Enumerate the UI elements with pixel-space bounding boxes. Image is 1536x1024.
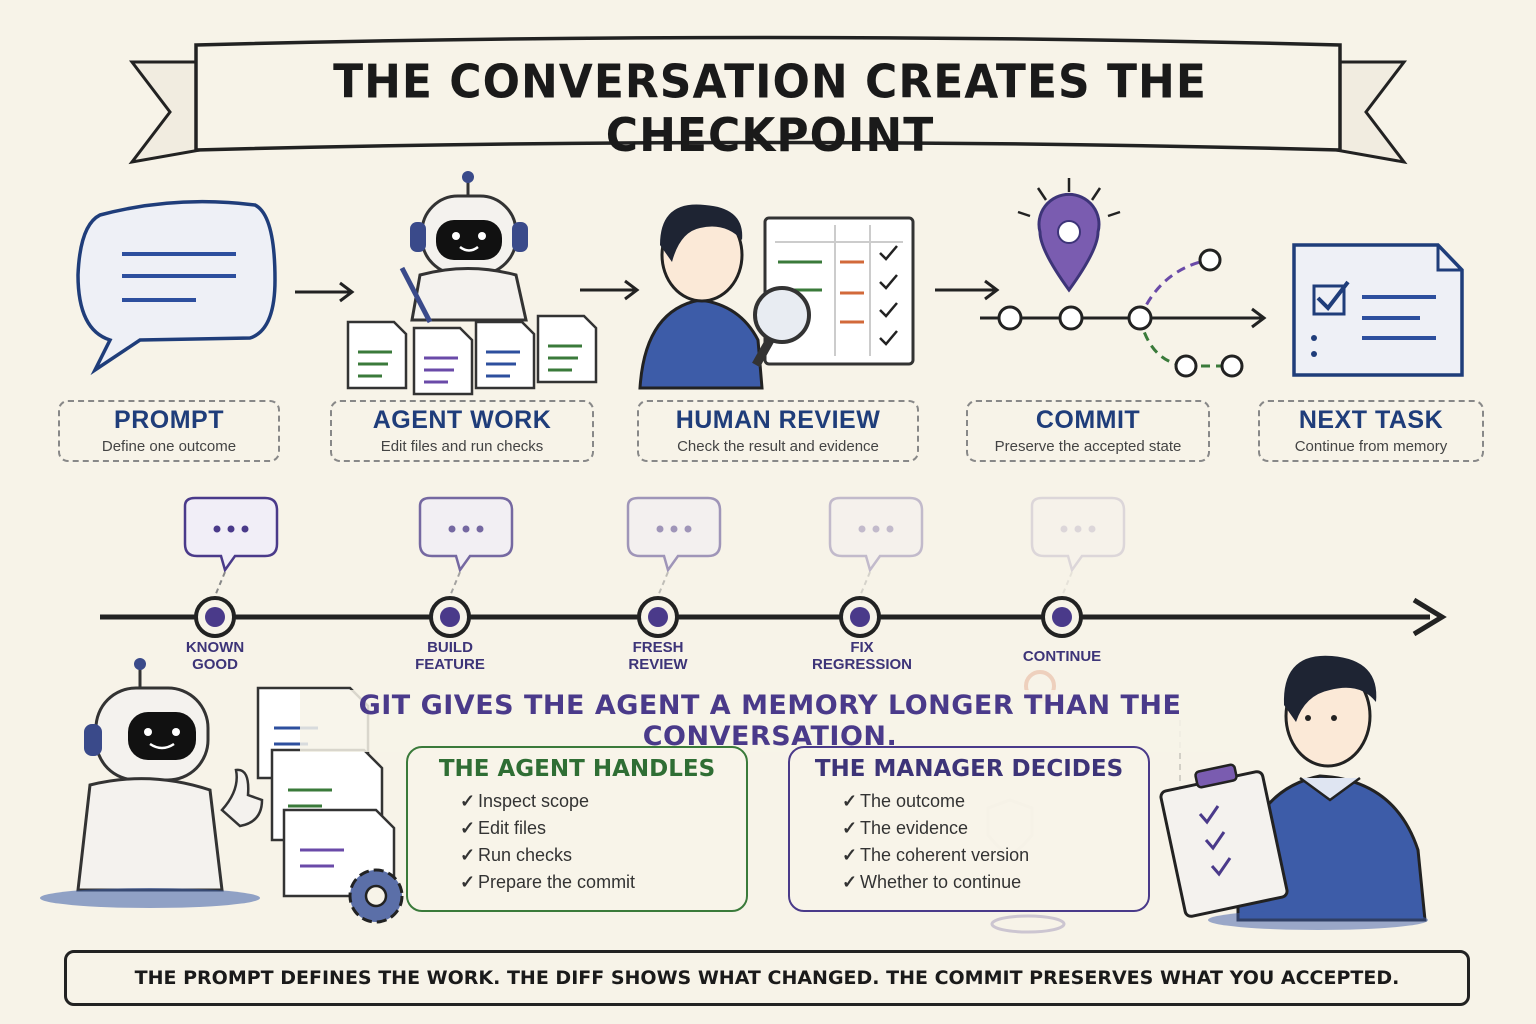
check-icon: ✓ [460,791,476,811]
step-human-review: HUMAN REVIEW Check the result and eviden… [637,400,919,462]
location-pin-icon [1017,178,1121,293]
step-agent-work: AGENT WORK Edit files and run checks [330,400,594,462]
timeline-node [637,596,679,638]
file-stack-icon [346,314,598,396]
chat-bubble-icon [418,496,514,597]
step-title: AGENT WORK [372,406,552,434]
robot-icon [399,171,528,324]
step-subtitle: Check the result and evidence [677,438,879,455]
step-title: PROMPT [114,406,224,434]
timeline-axis [100,597,1447,637]
magnifier-icon [752,286,811,368]
gear-icon [348,868,404,924]
timeline-label-fix-regression: FIX REGRESSION [811,639,913,673]
checklist-item: ✓Edit files [460,815,728,842]
checklist-item: ✓Inspect scope [460,788,728,815]
step-title: HUMAN REVIEW [675,406,881,434]
agent-handles-panel: THE AGENT HANDLES ✓Inspect scope ✓Edit f… [406,746,748,912]
commit-graph-icon [980,248,1267,378]
checklist-item: ✓The coherent version [842,842,1130,869]
clipboard-icon [1159,763,1289,918]
flow-arrow [935,279,1000,301]
chat-bubble-icon [183,496,279,597]
check-icon: ✓ [842,791,858,811]
checklist-item: ✓Whether to continue [842,869,1130,896]
check-icon: ✓ [842,872,858,892]
step-subtitle: Preserve the accepted state [994,438,1182,455]
checklist: ✓The outcome ✓The evidence ✓The coherent… [808,788,1130,896]
check-icon: ✓ [842,845,858,865]
checklist-item: ✓Prepare the commit [460,869,728,896]
flow-arrow [295,281,355,303]
step-commit: COMMIT Preserve the accepted state [966,400,1210,462]
checklist-item: ✓The outcome [842,788,1130,815]
title-ribbon [128,35,1408,165]
panel-title: THE MANAGER DECIDES [814,756,1124,782]
reviewer-person-icon [638,204,764,390]
check-icon: ✓ [460,872,476,892]
step-next-task: NEXT TASK Continue from memory [1258,400,1484,462]
timeline-label-continue: CONTINUE [1022,648,1102,665]
check-icon: ✓ [460,818,476,838]
timeline-label-build-feature: BUILD FEATURE [415,639,485,673]
step-prompt: PROMPT Define one outcome [58,400,280,462]
page-title: THE CONVERSATION CREATES THE CHECKPOINT [333,55,1207,163]
timeline-node [1041,596,1083,638]
timeline-node [839,596,881,638]
check-icon: ✓ [460,845,476,865]
checklist-document-icon [1292,243,1464,377]
timeline-node [429,596,471,638]
thumbs-up-robot-icon [40,658,264,908]
footer-summary: THE PROMPT DEFINES THE WORK. THE DIFF SH… [64,950,1470,1006]
speech-bubble-icon [76,199,277,376]
chat-bubble-icon [828,496,924,597]
checklist: ✓Inspect scope ✓Edit files ✓Run checks ✓… [426,788,728,896]
panel-title: THE AGENT HANDLES [438,756,716,782]
timeline-label-known-good: KNOWN GOOD [185,639,245,673]
step-title: COMMIT [1035,406,1141,434]
chat-bubble-icon [1030,496,1126,597]
manager-decides-panel: THE MANAGER DECIDES ✓The outcome ✓The ev… [788,746,1150,912]
checklist-item: ✓The evidence [842,815,1130,842]
checklist-item: ✓Run checks [460,842,728,869]
timeline-label-fresh-review: FRESH REVIEW [628,639,688,673]
timeline-node [194,596,236,638]
headline: GIT GIVES THE AGENT A MEMORY LONGER THAN… [300,690,1240,752]
step-subtitle: Define one outcome [101,438,237,455]
chat-bubble-icon [626,496,722,597]
step-subtitle: Continue from memory [1294,438,1448,455]
flow-arrow [580,279,640,301]
step-title: NEXT TASK [1298,406,1444,434]
step-subtitle: Edit files and run checks [380,438,544,455]
check-icon: ✓ [842,818,858,838]
